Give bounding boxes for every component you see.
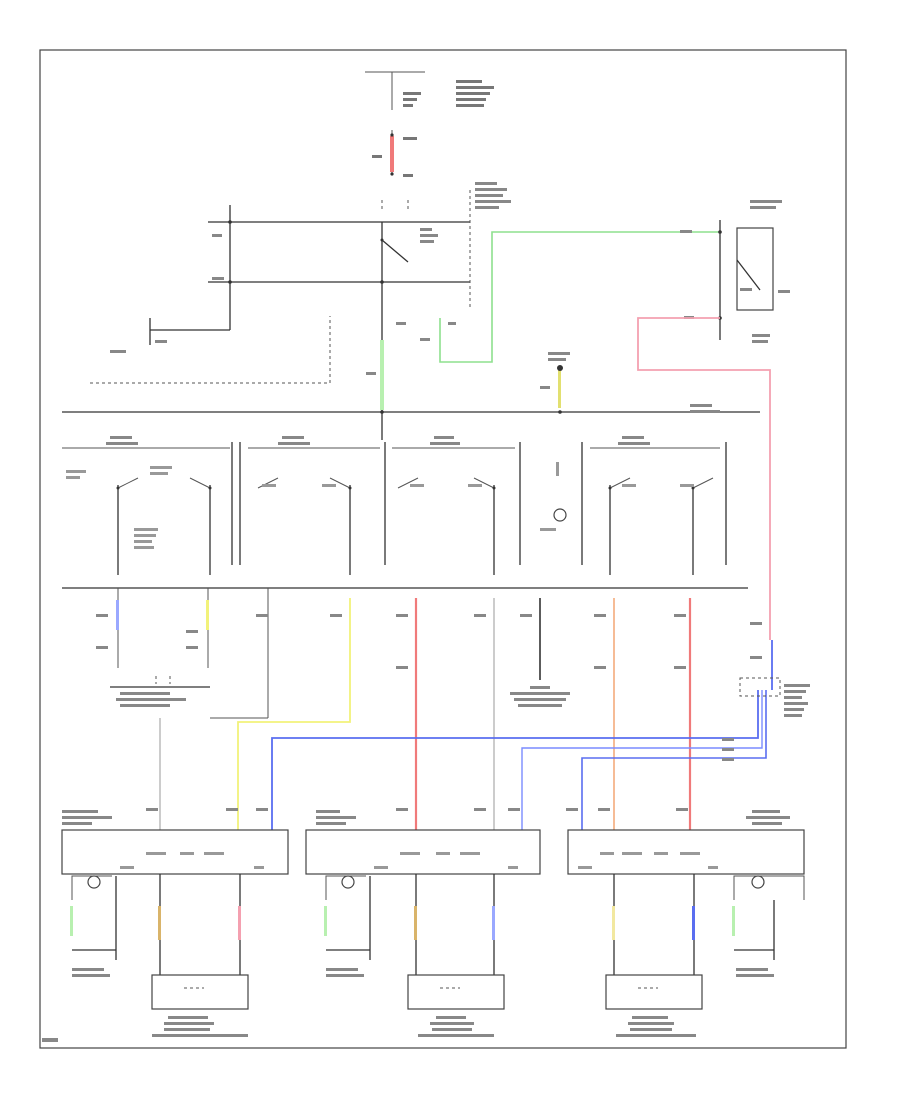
dashed-lines-left: [90, 190, 471, 384]
label-ticks-top: [110, 182, 511, 375]
power-window-relay: [149, 200, 470, 412]
footer-code-mark: [42, 1038, 58, 1042]
motor-symbol-main: [553, 508, 567, 522]
center-connector-label: [510, 686, 570, 707]
diagram-border: [39, 49, 847, 1049]
output-wires: [116, 588, 692, 830]
top-label-ticks: [372, 80, 494, 177]
blue-bus-wires: [271, 640, 773, 830]
wire-color-labels: [96, 614, 762, 811]
right-connector: [722, 677, 810, 761]
right-relay: [718, 220, 774, 340]
left-connector-label: [110, 676, 210, 707]
switch-section-frames: [62, 442, 727, 565]
door-module-right-front: [567, 810, 805, 1037]
door-module-left-rear: [305, 810, 541, 1037]
green-wire-top: [380, 231, 720, 410]
main-switch-bus-lines: [62, 410, 760, 589]
top-power-feed: [365, 71, 425, 176]
switch-section-headers: [106, 404, 720, 445]
pink-wire-right: [637, 317, 771, 640]
door-module-right-rear: [61, 810, 289, 1037]
switch-internal-labels: [66, 462, 694, 549]
switch-contacts: [116, 477, 714, 575]
ground-top-middle: [540, 352, 570, 408]
